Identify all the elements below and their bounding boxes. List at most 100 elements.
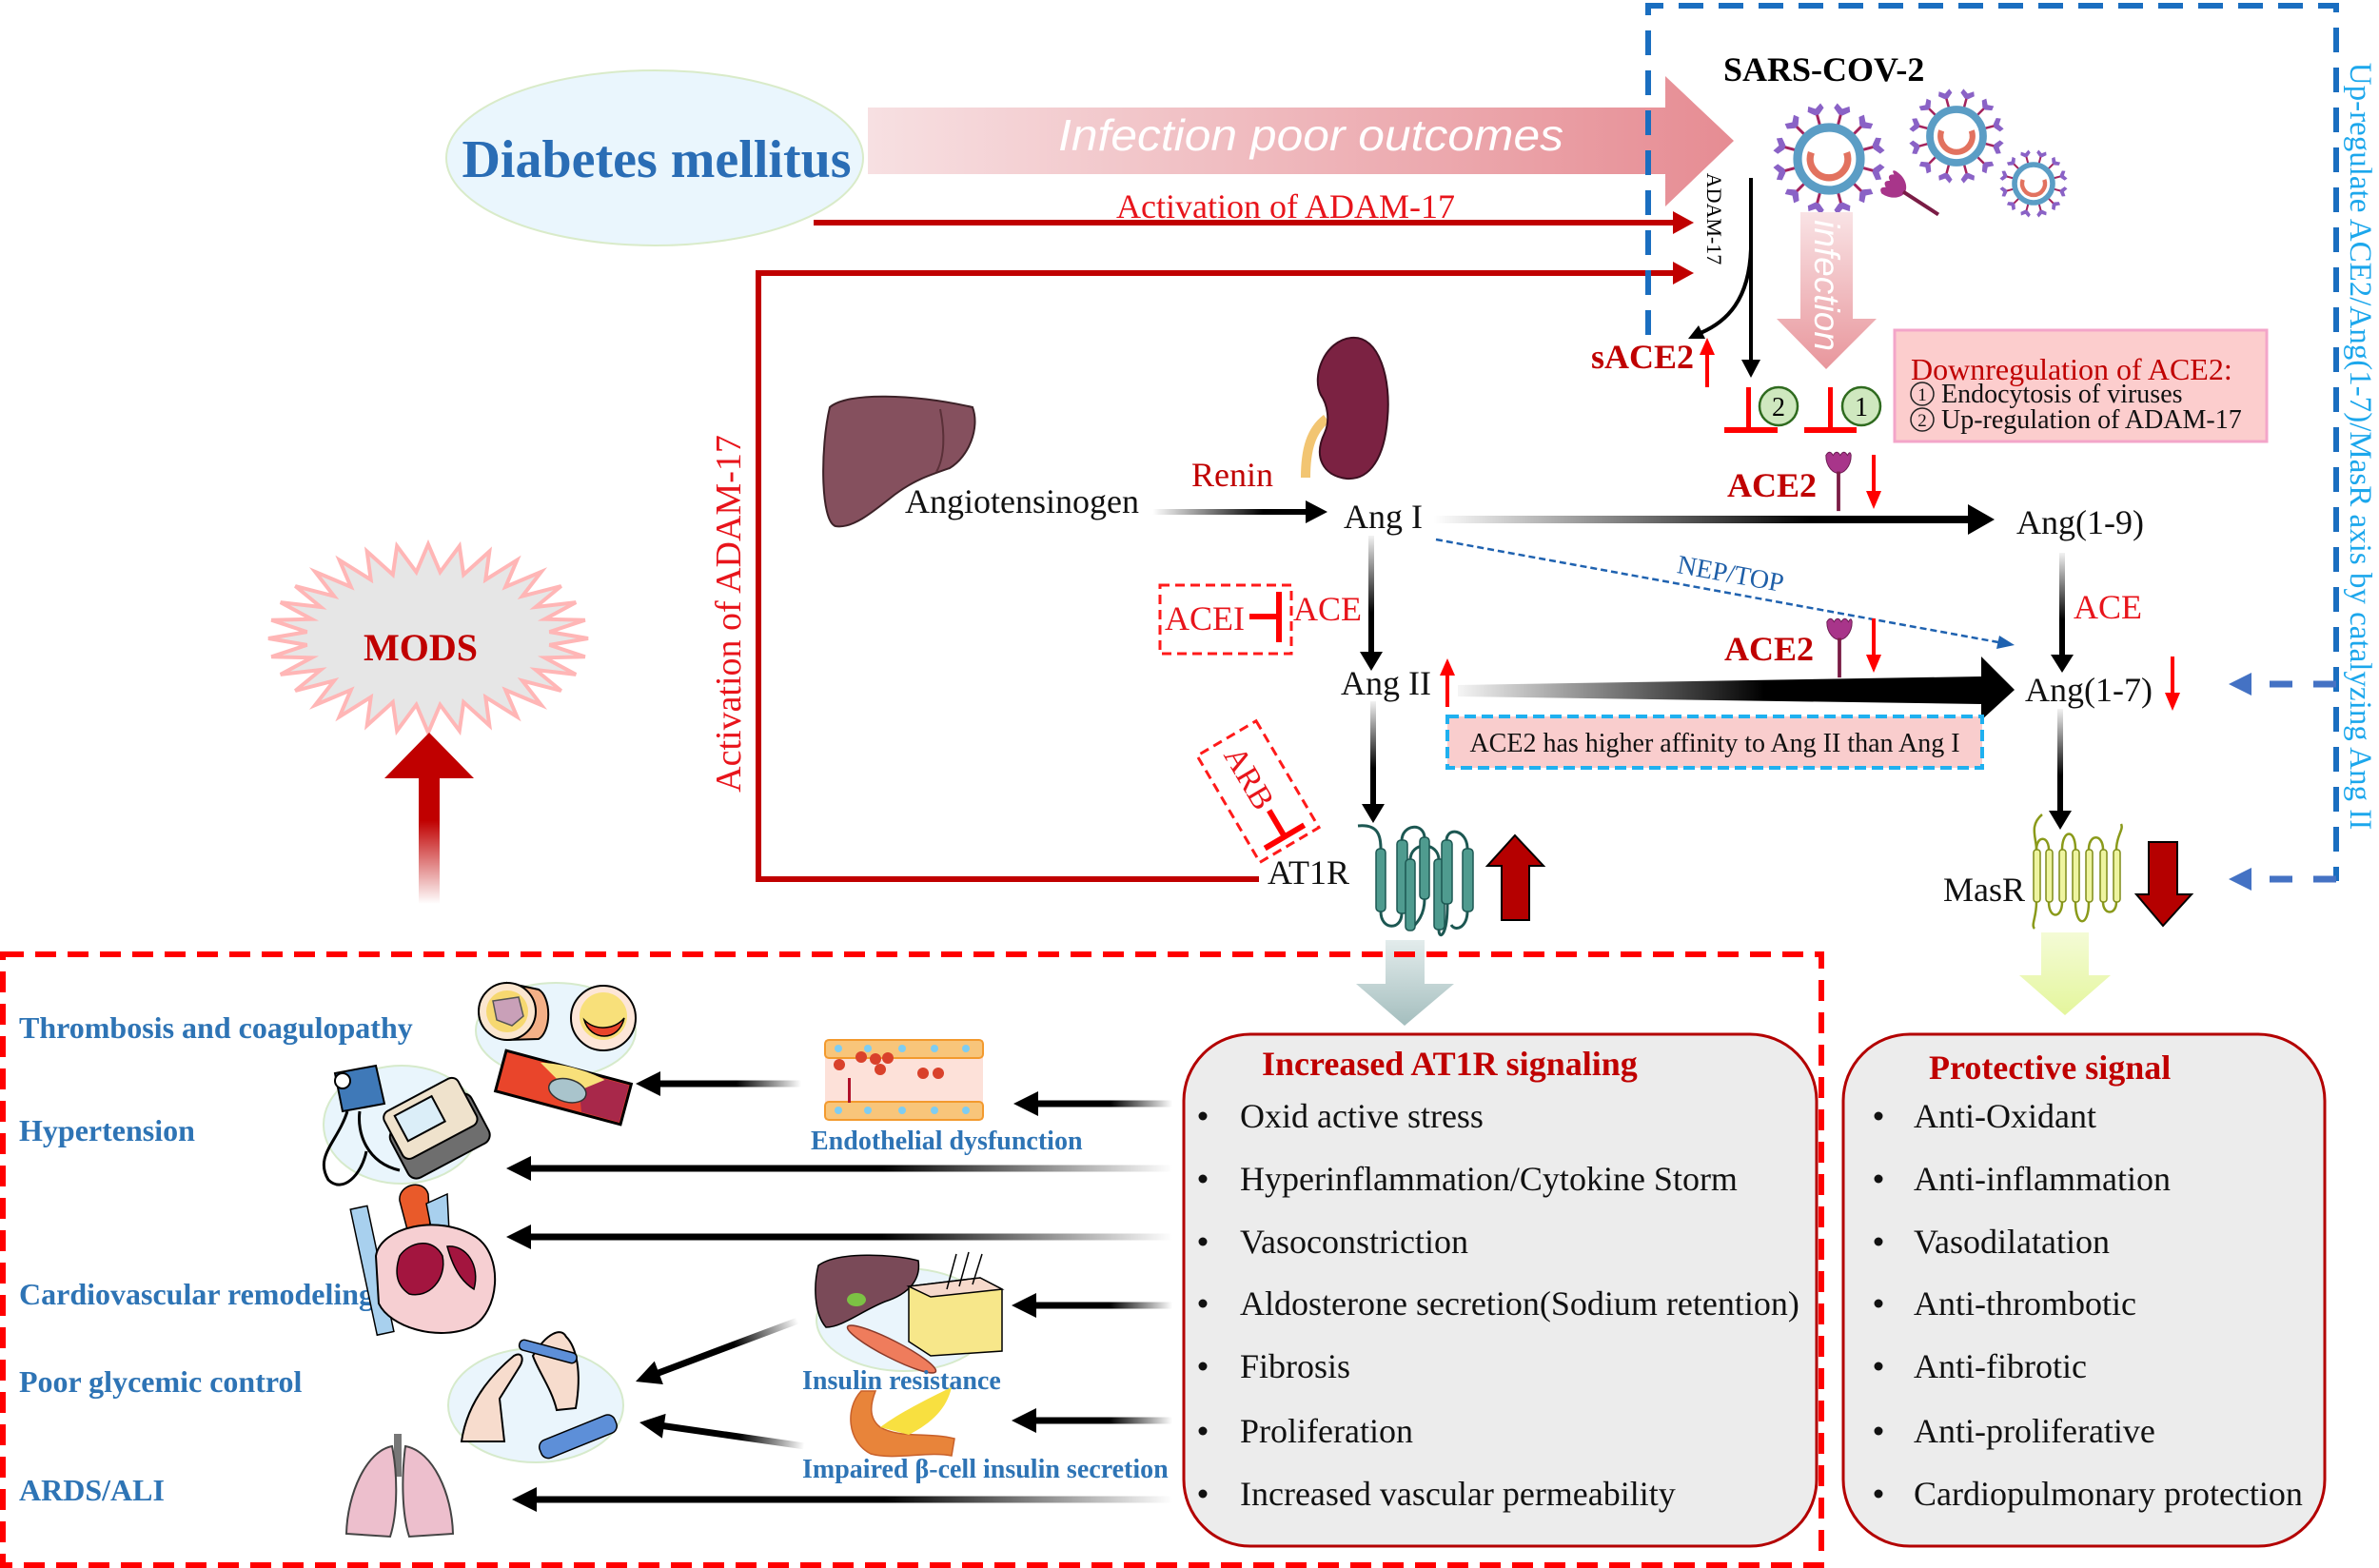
mods-starburst xyxy=(267,539,589,738)
ace2-receptor-icon xyxy=(1825,451,1852,512)
virus-spike-head xyxy=(1938,172,1953,184)
endothelium-illustration xyxy=(824,1039,984,1121)
arrow-head xyxy=(2229,868,2251,891)
arrow-head xyxy=(639,1413,666,1439)
virus-spike-head xyxy=(1918,98,1932,111)
arrow-shaft xyxy=(419,775,440,904)
receptor-stem xyxy=(1901,189,1940,217)
arrow-shaft xyxy=(1872,618,1876,657)
inhibition-stub xyxy=(1267,809,1288,838)
virus-spike-head xyxy=(1834,202,1851,215)
blood-cell xyxy=(917,1068,929,1079)
helix xyxy=(1419,836,1430,900)
arrow-head xyxy=(506,1225,531,1249)
inhibition-stub xyxy=(1249,614,1278,619)
arrow-head xyxy=(1673,262,1694,284)
liver-shape xyxy=(822,395,976,528)
inhibition-bar-endocytosis xyxy=(1804,387,1857,433)
blood-cell xyxy=(855,1051,867,1063)
bar-stub xyxy=(1828,387,1833,430)
loop xyxy=(2047,901,2064,916)
outcome-hypertension: Hypertension xyxy=(19,1113,195,1147)
virus-spike-head xyxy=(2036,209,2047,218)
nucleus xyxy=(962,1045,970,1052)
list-item: Fibrosis xyxy=(1240,1347,1350,1385)
angiotensinogen-label: Angiotensinogen xyxy=(905,482,1139,520)
infection-outcome-label: Infection poor outcomes xyxy=(1058,110,1563,160)
note-title: Downregulation of ACE2: xyxy=(1911,352,2232,386)
arrow-shaft xyxy=(814,220,1675,225)
outcome-cardiovascular-remodeling: Cardiovascular remodeling xyxy=(19,1277,374,1311)
protective-signal-box: Protective signal Anti-Oxidant Anti-infl… xyxy=(1841,1032,2327,1548)
receptor-helices xyxy=(2033,849,2121,903)
arb-inhibitor: ARB xyxy=(1194,718,1322,865)
arrow-head xyxy=(1968,504,1995,535)
loop xyxy=(2087,836,2105,851)
acei-label: ACEI xyxy=(1165,599,1245,637)
loop xyxy=(2035,837,2051,851)
adam17-activation-side-label: Activation of ADAM-17 xyxy=(709,435,749,793)
arrow-shaft xyxy=(1034,1100,1172,1107)
ace2-lower-down-indicator xyxy=(1866,618,1881,673)
vessel-longitudinal xyxy=(493,1049,634,1127)
affinity-note: ACE2 has higher affinity to Ang II than … xyxy=(1445,715,1984,770)
list-item: Increased vascular permeability xyxy=(1240,1475,1676,1513)
arrow-shaft xyxy=(1370,701,1376,804)
arrow-head xyxy=(1996,636,2015,649)
list-item: Anti-inflammation xyxy=(1914,1160,2171,1198)
arrow-shaft xyxy=(2059,553,2065,656)
ace2-upper-label: ACE2 xyxy=(1727,466,1817,504)
inhibition-bar-adam17 xyxy=(1724,387,1778,433)
nucleus xyxy=(835,1045,842,1052)
box-frame xyxy=(1182,1032,1819,1548)
ace2-axis-note: Up-regulate ACE2/Ang(1-7)/MasR axis by c… xyxy=(2343,63,2377,831)
virus-spike-head xyxy=(2052,156,2061,166)
list-item: Aldosterone secretion(Sodium retention) xyxy=(1240,1284,1799,1323)
virus-spike-head xyxy=(2006,156,2015,166)
bullet xyxy=(1198,1174,1208,1184)
ace2-receptor-icon xyxy=(1826,617,1853,678)
helix xyxy=(1405,858,1416,931)
arrow-head xyxy=(1673,211,1694,234)
box-frame xyxy=(1841,1032,2327,1548)
marker-number: 1 xyxy=(1855,393,1868,422)
at1r-signaling-arrow xyxy=(1356,940,1454,1026)
outcome-ards-ali: ARDS/ALI xyxy=(19,1473,165,1507)
bullet xyxy=(1198,1111,1208,1121)
arrow-insulin-resistance-to-glycemic-control xyxy=(636,1317,799,1385)
blood-cell xyxy=(933,1068,944,1079)
list-marker-circle xyxy=(1910,382,1935,406)
gauge xyxy=(334,1072,351,1089)
list-marker-number: 1 xyxy=(1917,385,1927,405)
list-item: Proliferation xyxy=(1240,1412,1413,1450)
bullet xyxy=(1198,1362,1208,1371)
arrow-head xyxy=(512,1487,537,1512)
arrow-ang-1-7-to-masr xyxy=(2049,709,2072,830)
glucometer-hands-illustration xyxy=(447,1331,624,1463)
at1r-up-indicator xyxy=(1484,833,1546,921)
virus-spike-head xyxy=(1784,114,1799,129)
list-item: Vasoconstriction xyxy=(1240,1223,1468,1261)
ang-1-7-down-indicator xyxy=(2165,657,2180,711)
arrow-at1r-to-endothelial xyxy=(1013,1091,1172,1116)
arrow-shaft xyxy=(1152,509,1310,515)
tube xyxy=(358,1110,401,1172)
virus-spike-head xyxy=(1858,114,1874,129)
arrow-head xyxy=(1440,658,1455,676)
insulin-resistance-illustration xyxy=(815,1251,1005,1374)
acei-dashed-box xyxy=(1158,583,1293,656)
nucleus xyxy=(931,1107,938,1114)
ang-ii-up-indicator xyxy=(1440,658,1455,707)
adam17-activation-label: Activation of ADAM-17 xyxy=(1116,187,1455,225)
nucleus xyxy=(864,1107,872,1114)
ace-right-label: ACE xyxy=(2074,588,2142,626)
bar-base xyxy=(1724,427,1778,433)
vessel-lesion xyxy=(848,1078,851,1103)
virus-spike-head xyxy=(2006,202,2015,211)
arrow-shaft xyxy=(2057,709,2063,812)
blood-cells xyxy=(834,1051,944,1079)
ace-left-label: ACE xyxy=(1293,590,1362,628)
virus-spike-head xyxy=(2020,149,2031,158)
virus-spike-head xyxy=(1993,118,2004,132)
arrow-shaft xyxy=(527,1165,1172,1172)
